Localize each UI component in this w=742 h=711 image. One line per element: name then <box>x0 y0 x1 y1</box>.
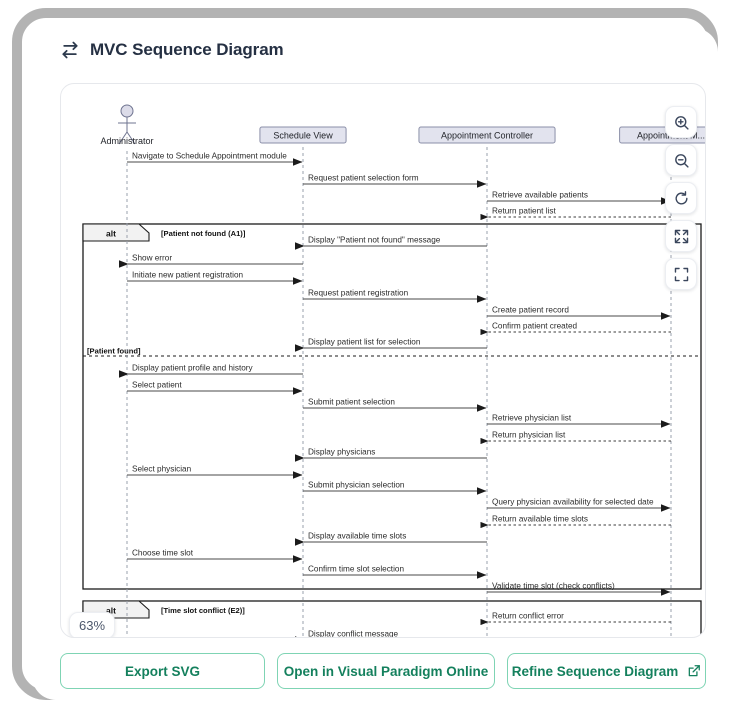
zoom-in-button[interactable] <box>665 106 697 138</box>
lifeline-label-1: Schedule View <box>273 131 333 141</box>
fragment-guard-label: [Patient found] <box>87 347 141 356</box>
sequence-diagram-svg: alt [Patient not found (A1)] [Patient foun… <box>82 104 705 639</box>
message-label: Submit patient selection <box>308 398 395 407</box>
lifelines-layer <box>126 147 672 637</box>
sequence-diagram-canvas[interactable]: alt [Patient not found (A1)] [Patient foun… <box>61 84 705 639</box>
message-label: Return patient list <box>492 207 556 216</box>
message-label: Select physician <box>132 465 192 474</box>
message-label: Display conflict message <box>308 630 399 639</box>
zoom-out-button[interactable] <box>665 144 697 176</box>
open-in-visual-paradigm-button[interactable]: Open in Visual Paradigm Online <box>277 653 495 689</box>
diagram-card: MVC Sequence Diagram alt [Patient not fou… <box>32 28 718 700</box>
combined-fragment <box>82 223 702 590</box>
message-label: Return conflict error <box>492 612 564 621</box>
fullscreen-button[interactable] <box>665 258 697 290</box>
swap-arrows-icon <box>60 40 80 60</box>
fragment-operator-label: alt <box>106 229 116 239</box>
fragment-guard-label: [Time slot conflict (E2)] <box>161 606 245 615</box>
message-label: Display physicians <box>308 448 375 457</box>
lifeline-head-2 <box>418 126 556 144</box>
fit-to-screen-icon <box>674 229 688 243</box>
zoom-out-icon <box>674 153 689 168</box>
message-label: Confirm time slot selection <box>308 565 404 574</box>
message-label: Submit physician selection <box>308 481 405 490</box>
message-label: Initiate new patient registration <box>132 271 243 280</box>
message-label: Show error <box>132 254 172 263</box>
zoom-level-badge: 63% <box>69 612 116 637</box>
lifeline-head-1 <box>259 126 347 144</box>
message-label: Request patient selection form <box>308 174 419 183</box>
message-label: Return physician list <box>492 431 566 440</box>
message-label: Display available time slots <box>308 532 406 541</box>
open-online-label: Open in Visual Paradigm Online <box>283 663 489 679</box>
fragment-operator-tab <box>82 223 150 242</box>
message-label: Create patient record <box>492 306 569 315</box>
message-label: Return available time slots <box>492 515 588 524</box>
zoom-in-icon <box>674 115 689 130</box>
messages-layer: Navigate to Schedule Appointment moduleR… <box>118 152 671 639</box>
zoom-toolbar[interactable] <box>665 106 697 290</box>
page-title: MVC Sequence Diagram <box>90 40 284 59</box>
message-label: Confirm patient created <box>492 322 578 331</box>
reset-view-button[interactable] <box>665 182 697 214</box>
message-label: Navigate to Schedule Appointment module <box>132 152 287 161</box>
fullscreen-icon <box>674 267 688 281</box>
footer-actions: Export SVG Open in Visual Paradigm Onlin… <box>60 653 706 689</box>
export-svg-button[interactable]: Export SVG <box>60 653 265 689</box>
diagram-viewport[interactable]: alt [Patient not found (A1)] [Patient foun… <box>60 83 706 638</box>
fragment-guard-label: [Patient not found (A1)] <box>161 229 246 238</box>
refine-label: Refine Sequence Diagram <box>511 663 679 679</box>
lifeline-label-0: Administrator <box>100 136 153 146</box>
export-svg-label: Export SVG <box>124 663 200 679</box>
fit-to-screen-button[interactable] <box>665 220 697 252</box>
message-label: Display patient profile and history <box>132 364 254 373</box>
message-label: Display patient list for selection <box>308 338 421 347</box>
refine-sequence-diagram-button[interactable]: Refine Sequence Diagram <box>507 653 706 689</box>
stick-figure-actor-icon <box>118 104 136 145</box>
message-label: Retrieve available patients <box>492 191 588 200</box>
app-window-frame: MVC Sequence Diagram alt [Patient not fou… <box>12 8 718 700</box>
message-label: Choose time slot <box>132 549 194 558</box>
lifeline-heads-layer: Administrator Schedule View Appointment Co… <box>100 104 705 146</box>
message-label: Select patient <box>132 381 182 390</box>
reset-rotate-icon <box>674 190 688 204</box>
lifeline-label-2: Appointment Controller <box>441 131 533 141</box>
external-link-icon <box>687 664 701 678</box>
combined-fragments-layer: alt [Patient not found (A1)] [Patient foun… <box>82 223 702 637</box>
message-label: Retrieve physician list <box>492 414 572 423</box>
fragment-operator-label: alt <box>106 606 116 616</box>
message-label: Request patient registration <box>308 289 409 298</box>
message-label: Query physician availability for selecte… <box>492 498 654 507</box>
message-label: Validate time slot (check conflicts) <box>492 582 615 591</box>
card-header: MVC Sequence Diagram <box>32 28 718 72</box>
message-label: Display "Patient not found" message <box>308 236 441 245</box>
